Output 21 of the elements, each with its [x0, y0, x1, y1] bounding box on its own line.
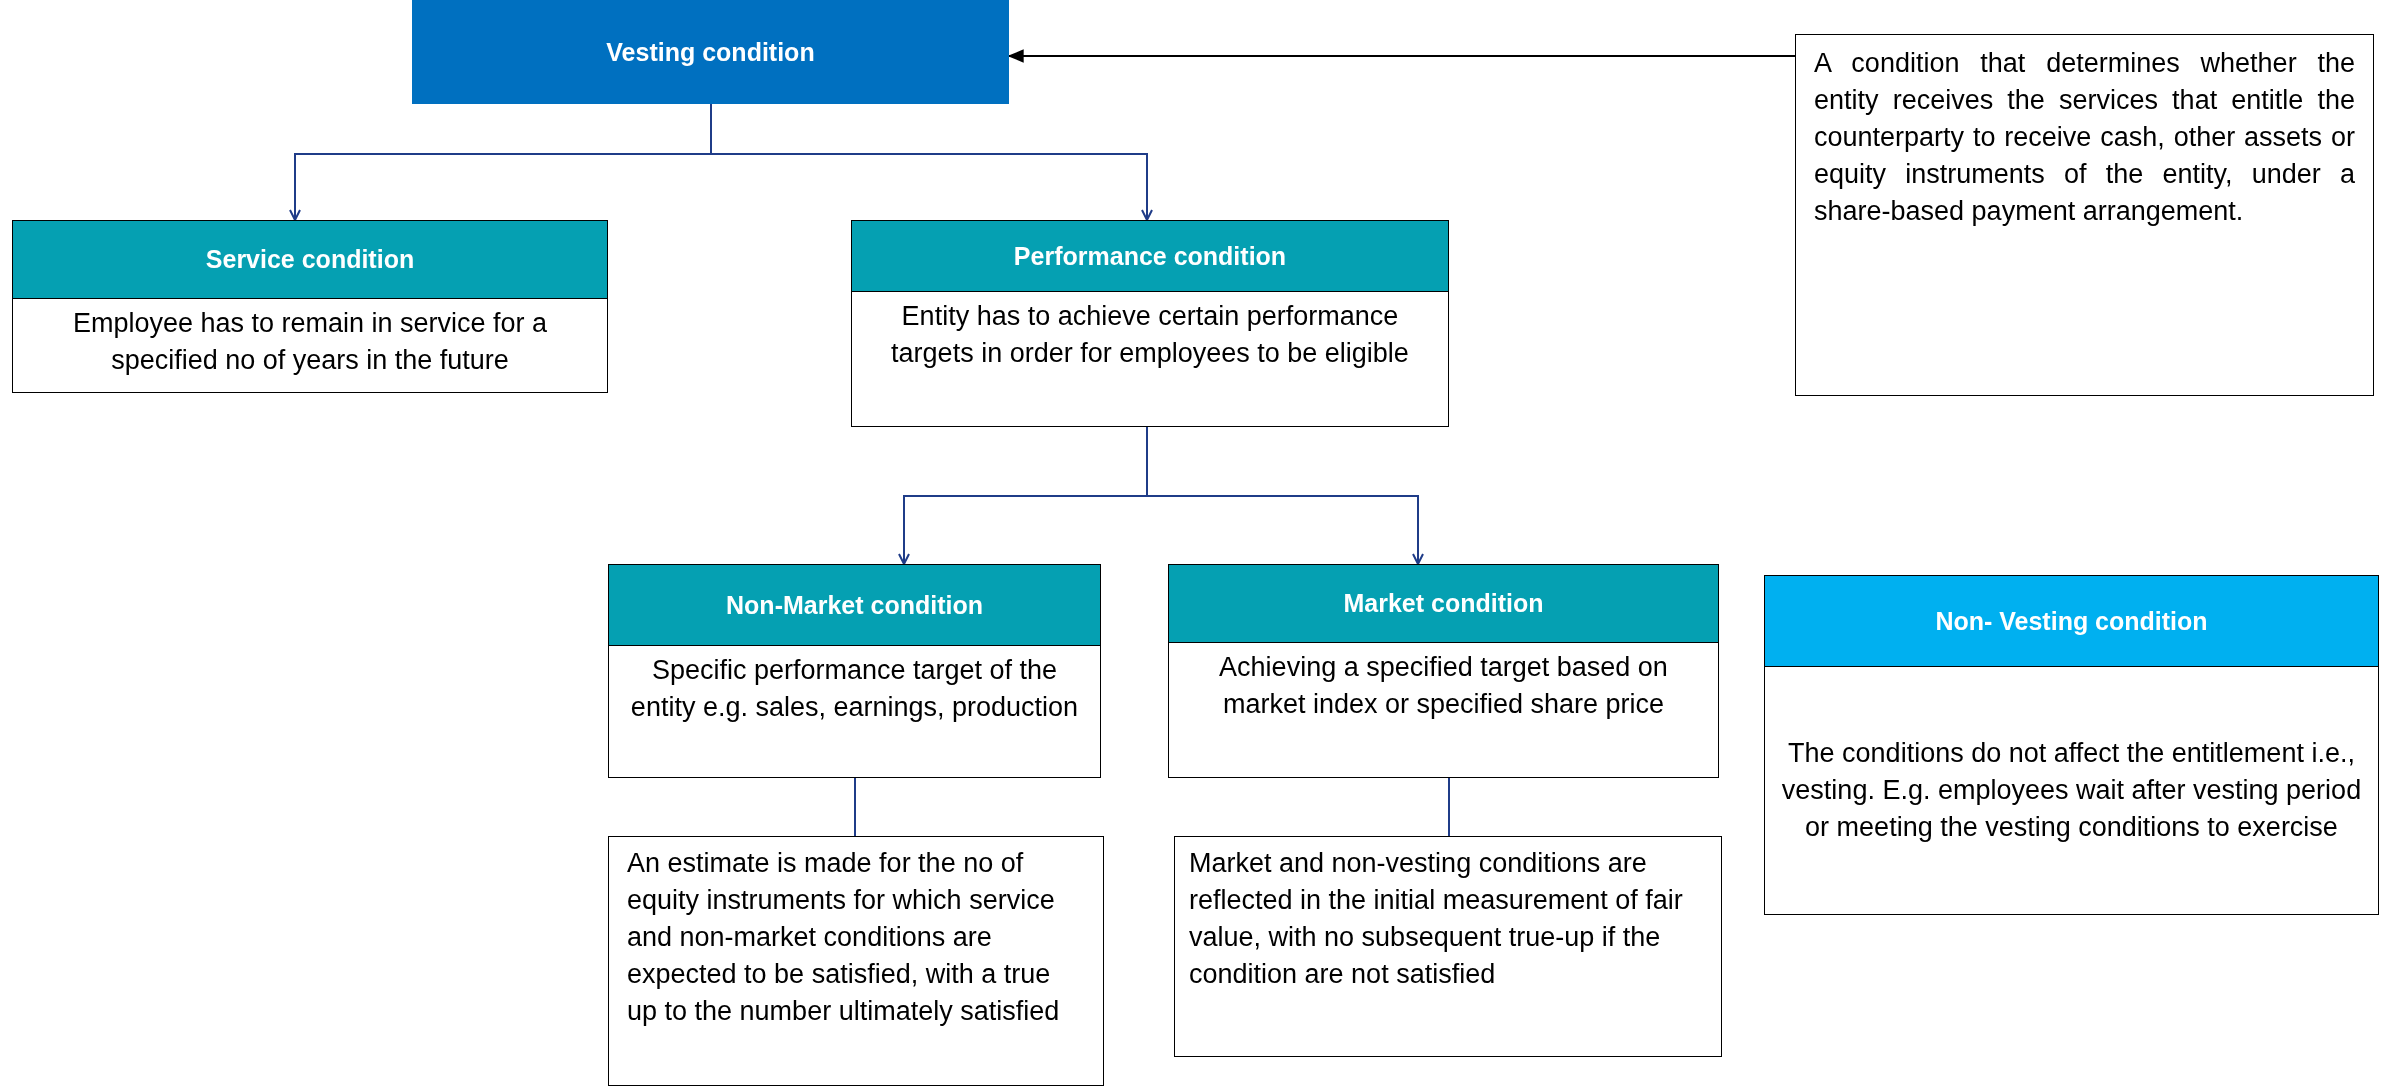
heading-box: Vesting condition [412, 0, 1009, 104]
text-box: An estimate is made for the no of equity instruments for which service and non-market conditions are expected to be satisfied, with a true up to the number ultimately satisfied [608, 836, 1104, 1086]
card-heading: Service condition [13, 221, 607, 299]
card-description: Employee has to remain in service for a specified no of years in the future [71, 307, 549, 377]
connector-line [854, 777, 856, 837]
condition-card [851, 220, 1449, 427]
card-heading: Market condition [1169, 565, 1718, 643]
card-heading: Non-Market condition [609, 565, 1100, 646]
card-description: Entity has to achieve certain performance targets in order for employees to be eligible [890, 300, 1410, 370]
card-description: Specific performance target of the entity e.g. sales, earnings, production [629, 654, 1080, 724]
card-heading: Non- Vesting condition [1765, 576, 2378, 667]
card-description: The conditions do not affect the entitlement i.e., vesting. E.g. employees wait after vesting period or meeting the vesting conditions to exercise [1780, 737, 2363, 844]
text-box: Market and non-vesting conditions are reflected in the initial measurement of fair value, with no subsequent true-up if the condition are not satisfied [1174, 836, 1722, 1057]
connector-line [1448, 777, 1450, 837]
condition-card [12, 220, 608, 393]
card-description: Achieving a specified target based on market index or specified share price [1218, 651, 1669, 721]
condition-card [1764, 575, 2379, 915]
condition-card [1168, 564, 1719, 778]
card-heading: Performance condition [852, 221, 1448, 292]
condition-card [608, 564, 1101, 778]
text-box: A condition that determines whether the entity receives the services that entitle the counterparty to receive cash, other assets or equity instruments of the entity, under a share-based payment arrangement. [1795, 34, 2374, 396]
